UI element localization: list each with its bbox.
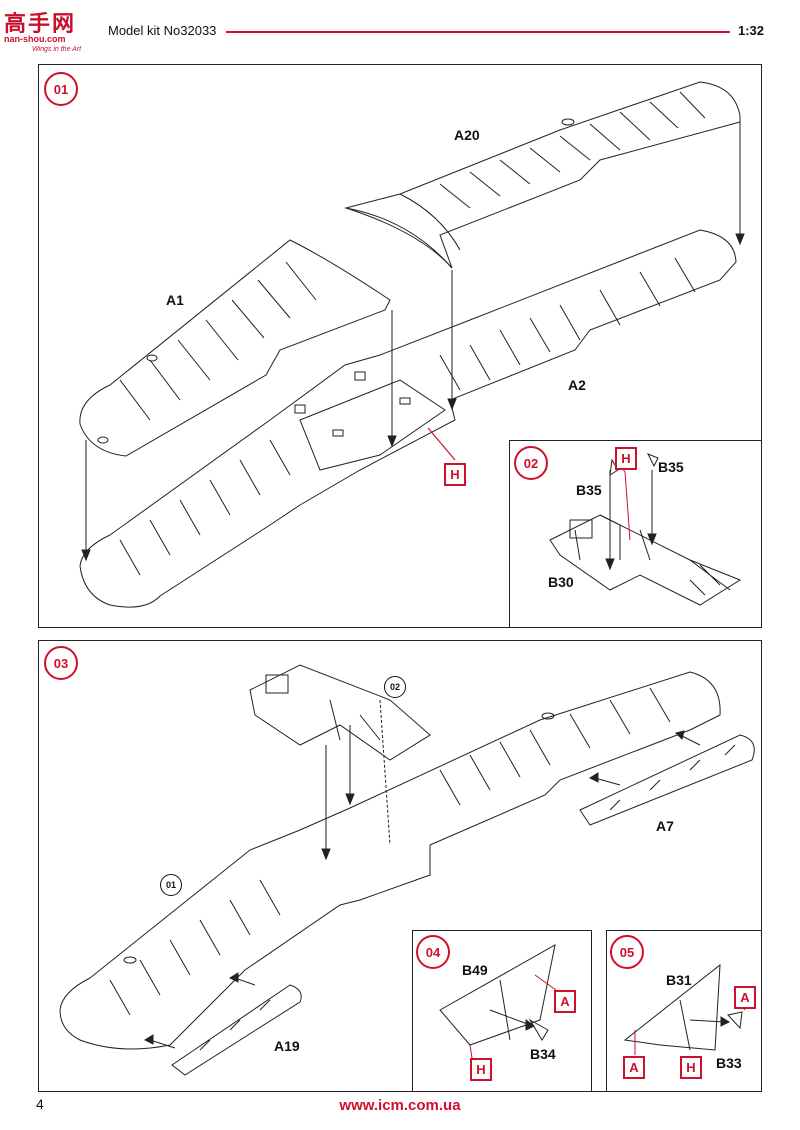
step-04-marker: 04 xyxy=(416,935,450,969)
paint-callout-h-step01: H xyxy=(444,463,466,486)
step-01-marker: 01 xyxy=(44,72,78,106)
strut-b49-drawing xyxy=(439,944,557,1059)
ref-step-02-marker: 02 xyxy=(384,676,406,698)
logo-tagline: Wings in the Art xyxy=(32,46,82,53)
part-label-b34: B34 xyxy=(530,1046,556,1062)
part-label-b31: B31 xyxy=(666,972,692,988)
cabane-frame-b30-drawing xyxy=(549,453,742,606)
aileron-a19-drawing xyxy=(143,972,302,1076)
part-label-a19: A19 xyxy=(274,1038,300,1054)
step-01-arrows xyxy=(81,122,745,562)
paint-callout-a-step05-bottom: A xyxy=(623,1056,645,1079)
lower-wing-assembly-drawing xyxy=(59,671,721,1050)
part-label-a2: A2 xyxy=(568,377,586,393)
paint-callout-h-step05: H xyxy=(680,1056,702,1079)
wing-a20-drawing xyxy=(344,81,741,269)
paint-callout-h-step02: H xyxy=(615,447,637,470)
aileron-a7-drawing xyxy=(579,730,755,826)
paint-callout-h-step04: H xyxy=(470,1058,492,1081)
page-title: Model kit No32033 xyxy=(108,23,217,38)
paint-callout-a-step04: A xyxy=(554,990,576,1013)
step-05-marker: 05 xyxy=(610,935,644,969)
part-label-b49: B49 xyxy=(462,962,488,978)
part-label-b35-right: B35 xyxy=(658,459,684,475)
strut-b31-drawing xyxy=(623,963,746,1055)
part-label-b33: B33 xyxy=(716,1055,742,1071)
wing-a2-drawing xyxy=(79,229,737,608)
step-02-panel xyxy=(509,440,762,628)
footer-url[interactable]: www.icm.com.ua xyxy=(339,1097,461,1114)
part-label-a20: A20 xyxy=(454,127,480,143)
part-label-a7: A7 xyxy=(656,818,674,834)
part-label-b35-left: B35 xyxy=(576,482,602,498)
logo-site-text: nan-shou.com xyxy=(4,34,66,44)
ref-step-01-marker: 01 xyxy=(160,874,182,896)
header-rule xyxy=(226,31,730,33)
page-number: 4 xyxy=(36,1096,44,1112)
logo-chinese-text: 高手网 xyxy=(4,12,77,37)
part-label-a1: A1 xyxy=(166,292,184,308)
icm-logo: 高手网 nan-shou.com Wings in the Art xyxy=(4,6,100,53)
step-03-marker: 03 xyxy=(44,646,78,680)
part-label-b30: B30 xyxy=(548,574,574,590)
cabane-frame-step03-drawing xyxy=(249,664,431,861)
wing-a1-drawing xyxy=(79,239,391,457)
paint-callout-a-step05-top: A xyxy=(734,986,756,1009)
scale-label: 1:32 xyxy=(737,23,764,38)
step-02-marker: 02 xyxy=(514,446,548,480)
